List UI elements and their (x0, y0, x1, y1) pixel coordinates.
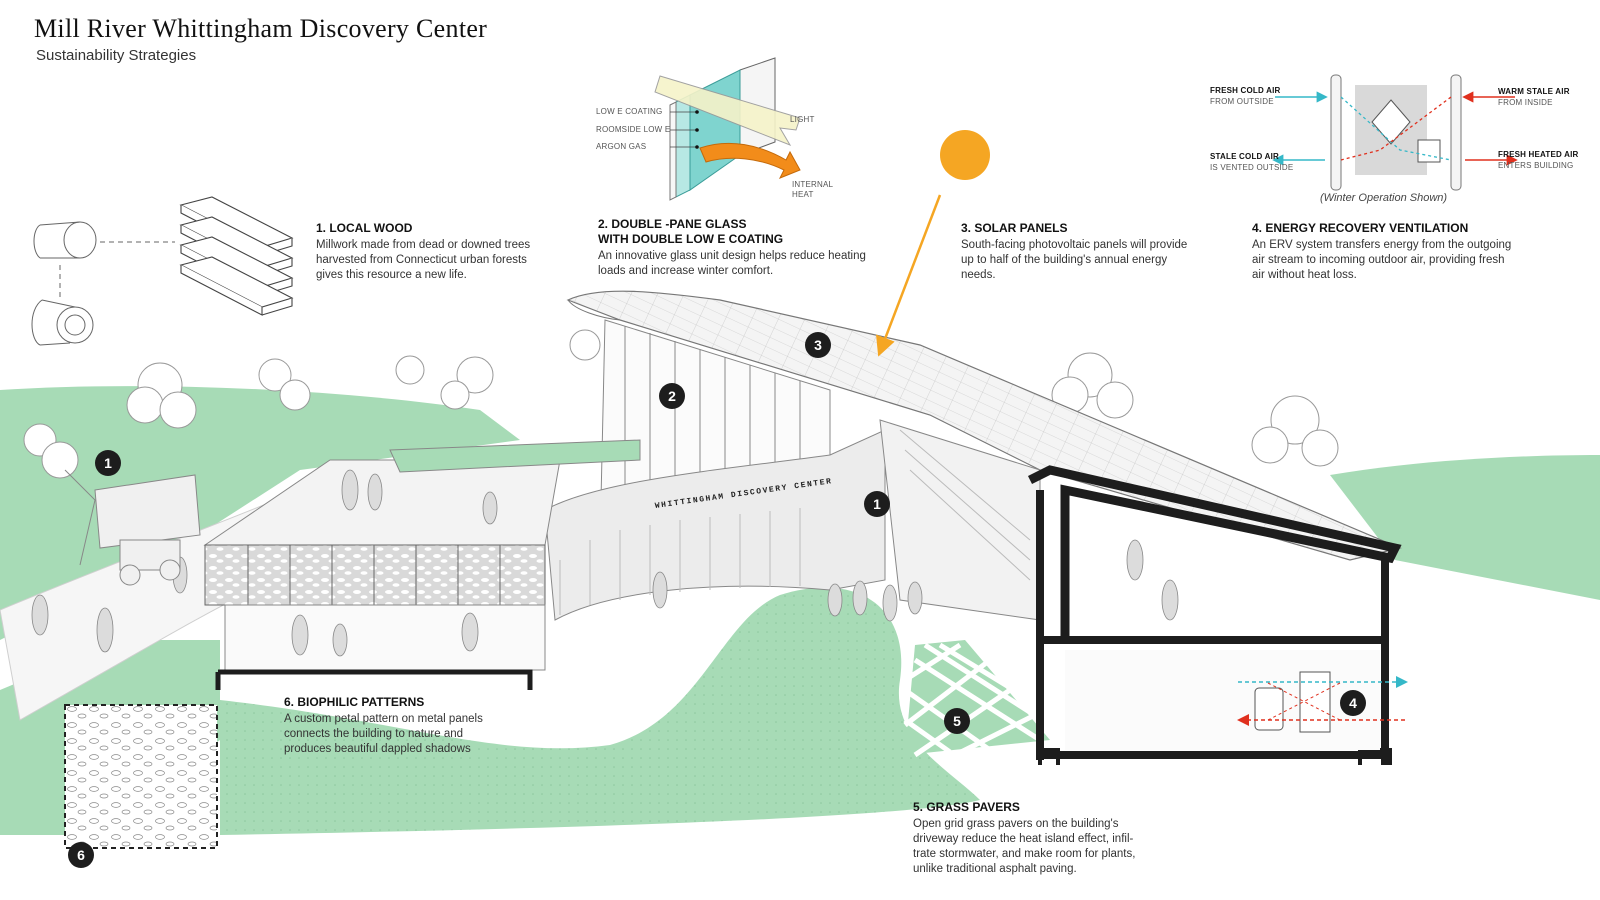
badge-glass: 2 (659, 383, 685, 409)
erv-label-stale-cold-sub: IS VENTED OUTSIDE (1210, 163, 1294, 172)
page-title: Mill River Whittingham Discovery Center (34, 14, 488, 43)
callout-erv-body: An ERV system transfers energy from the … (1252, 239, 1512, 281)
glass-label-heat: HEAT (792, 190, 814, 199)
lawn-center (220, 587, 980, 835)
callout-local-wood-body: Millwork made from dead or downed trees … (316, 239, 531, 281)
grass-pavers (903, 640, 1052, 758)
callout-solar: 3. SOLAR PANELS South-facing photovoltai… (961, 221, 1187, 283)
badge-local-wood-interior: 1 (864, 491, 890, 517)
truck (64, 469, 201, 586)
callout-solar-body: South-facing photovoltaic panels will pr… (961, 239, 1188, 281)
glass-label-roomside: ROOMSIDE LOW E (596, 125, 671, 134)
petal-pattern-swatch (64, 704, 218, 849)
section-building (1027, 465, 1402, 765)
logs-icon (31, 221, 175, 346)
badge-biophilic: 6 (68, 842, 94, 868)
glass-label-light: LIGHT (790, 115, 815, 124)
glass-label-internal: INTERNAL (792, 180, 834, 189)
erv-label-fresh-cold-sub: FROM OUTSIDE (1210, 97, 1274, 106)
badge-local-wood-site: 1 (95, 450, 121, 476)
erv-label-fresh-heated: FRESH HEATED AIR (1498, 150, 1579, 159)
glass-label-argon: ARGON GAS (596, 142, 647, 151)
callout-erv-heading: 4. ENERGY RECOVERY VENTILATION (1252, 221, 1469, 235)
erv-unit (1299, 671, 1331, 733)
erv-label-stale-cold: STALE COLD AIR (1210, 152, 1280, 161)
people (31, 469, 1179, 657)
sun-ray-arrow (876, 194, 942, 357)
badge-solar: 3 (805, 332, 831, 358)
callout-biophilic: 6. BIOPHILIC PATTERNS A custom petal pat… (284, 695, 483, 757)
callout-biophilic-body: A custom petal pattern on metal panels c… (284, 713, 483, 755)
glass-label-low-e: LOW E COATING (596, 107, 663, 116)
pavilion-glass (224, 604, 546, 671)
erv-schematic-icon (1272, 74, 1518, 191)
trees (23, 329, 1339, 479)
petal-panels (204, 544, 546, 606)
erv-label-fresh-heated-sub: ENTERS BUILDING (1498, 161, 1574, 170)
erv-label-warm-stale-sub: FROM INSIDE (1498, 98, 1553, 107)
sun-icon (940, 130, 990, 180)
callout-local-wood-heading: 1. LOCAL WOOD (316, 221, 413, 235)
callout-glass: 2. DOUBLE -PANE GLASS WITH DOUBLE LOW E … (598, 217, 866, 279)
erv-winter-note: (Winter Operation Shown) (1320, 192, 1448, 204)
callout-grass: 5. GRASS PAVERS Open grid grass pavers o… (913, 800, 1135, 877)
erv-label-fresh-cold: FRESH COLD AIR (1210, 86, 1281, 95)
lawn-right (1330, 455, 1600, 600)
page-subtitle: Sustainability Strategies (36, 47, 197, 64)
callout-biophilic-heading: 6. BIOPHILIC PATTERNS (284, 695, 425, 709)
green-roof (389, 439, 641, 473)
callout-local-wood: 1. LOCAL WOOD Millwork made from dead or… (316, 221, 530, 283)
callout-grass-body: Open grid grass pavers on the building's… (913, 818, 1136, 875)
badge-grass-pavers: 5 (944, 708, 970, 734)
glass-unit-icon (654, 57, 801, 201)
callout-grass-heading: 5. GRASS PAVERS (913, 800, 1020, 814)
callout-glass-body: An innovative glass unit design helps re… (598, 250, 866, 277)
badge-erv: 4 (1340, 690, 1366, 716)
lumber-boards-icon (179, 196, 294, 316)
erv-label-warm-stale: WARM STALE AIR (1498, 87, 1570, 96)
callout-erv: 4. ENERGY RECOVERY VENTILATION An ERV sy… (1252, 221, 1511, 283)
callout-solar-heading: 3. SOLAR PANELS (961, 221, 1068, 235)
callout-glass-heading: 2. DOUBLE -PANE GLASS WITH DOUBLE LOW E … (598, 217, 784, 246)
